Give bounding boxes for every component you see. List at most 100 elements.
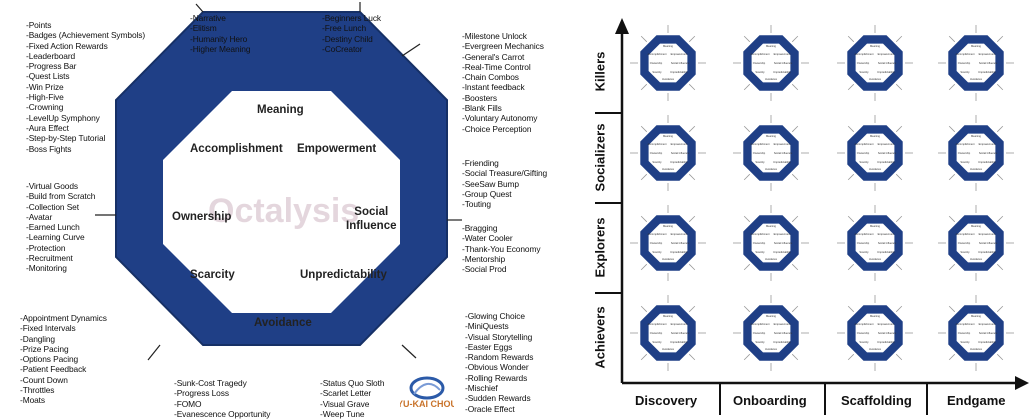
svg-text:Ownership: Ownership bbox=[857, 241, 870, 245]
svg-text:Accomplishment: Accomplishment bbox=[750, 232, 769, 236]
svg-text:Accomplishment: Accomplishment bbox=[750, 52, 769, 56]
yukaichou-logo: YU-KAI CHOU bbox=[400, 376, 454, 409]
row-label-socializers: Socializers bbox=[592, 123, 608, 192]
svg-text:Accomplishment: Accomplishment bbox=[750, 142, 769, 146]
svg-text:Meaning: Meaning bbox=[971, 134, 982, 138]
list-avoidance-2: -Status Quo Sloth -Scarlet Letter -Visua… bbox=[320, 378, 385, 419]
svg-text:Scarcity: Scarcity bbox=[652, 70, 662, 74]
svg-text:Empowerment: Empowerment bbox=[774, 232, 791, 236]
svg-text:Meaning: Meaning bbox=[971, 44, 982, 48]
list-meaning: -Narrative -Elitism -Humanity Hero -High… bbox=[190, 13, 251, 54]
svg-text:Unpredictability: Unpredictability bbox=[773, 70, 791, 74]
col-label-scaffolding: Scaffolding bbox=[841, 393, 912, 408]
svg-text:Social Influence: Social Influence bbox=[774, 61, 793, 65]
svg-text:Social Influence: Social Influence bbox=[774, 241, 793, 245]
svg-text:Meaning: Meaning bbox=[870, 224, 881, 228]
svg-text:Accomplishment: Accomplishment bbox=[647, 52, 666, 56]
svg-text:Meaning: Meaning bbox=[870, 134, 881, 138]
svg-text:Empowerment: Empowerment bbox=[774, 142, 791, 146]
drive-empowerment: Empowerment bbox=[297, 143, 377, 155]
svg-text:Ownership: Ownership bbox=[753, 241, 766, 245]
svg-text:Meaning: Meaning bbox=[766, 314, 777, 318]
svg-text:Avoidance: Avoidance bbox=[662, 167, 675, 171]
svg-text:Accomplishment: Accomplishment bbox=[854, 232, 873, 236]
svg-text:Social Influence: Social Influence bbox=[878, 331, 897, 335]
col-label-discovery: Discovery bbox=[635, 393, 698, 408]
svg-text:Ownership: Ownership bbox=[650, 241, 663, 245]
svg-text:Ownership: Ownership bbox=[857, 331, 870, 335]
svg-text:Empowerment: Empowerment bbox=[774, 322, 791, 326]
svg-text:Unpredictability: Unpredictability bbox=[670, 160, 688, 164]
svg-text:Meaning: Meaning bbox=[766, 44, 777, 48]
svg-text:Ownership: Ownership bbox=[958, 151, 971, 155]
list-meaning-2: -Beginners Luck -Free Lunch -Destiny Chi… bbox=[322, 13, 382, 54]
octagon-diagram bbox=[95, 2, 462, 361]
svg-text:Social Influence: Social Influence bbox=[774, 331, 793, 335]
svg-text:Empowerment: Empowerment bbox=[774, 52, 791, 56]
svg-text:Empowerment: Empowerment bbox=[878, 232, 895, 236]
drive-ownership: Ownership bbox=[172, 211, 232, 223]
svg-text:Meaning: Meaning bbox=[870, 314, 881, 318]
svg-text:Unpredictability: Unpredictability bbox=[877, 250, 895, 254]
svg-text:Avoidance: Avoidance bbox=[970, 257, 983, 261]
svg-text:Scarcity: Scarcity bbox=[755, 160, 765, 164]
svg-text:Avoidance: Avoidance bbox=[662, 77, 675, 81]
svg-text:Social Influence: Social Influence bbox=[671, 61, 690, 65]
drive-meaning: Meaning bbox=[257, 104, 304, 116]
svg-text:Empowerment: Empowerment bbox=[671, 52, 688, 56]
svg-text:Avoidance: Avoidance bbox=[970, 167, 983, 171]
svg-text:Accomplishment: Accomplishment bbox=[854, 142, 873, 146]
connector-top-left bbox=[195, 3, 204, 13]
svg-text:Social Influence: Social Influence bbox=[979, 241, 998, 245]
svg-text:Scarcity: Scarcity bbox=[859, 160, 869, 164]
svg-text:Unpredictability: Unpredictability bbox=[978, 160, 996, 164]
drive-avoidance: Avoidance bbox=[254, 317, 312, 329]
drive-accomplishment: Accomplishment bbox=[190, 143, 283, 155]
svg-text:Ownership: Ownership bbox=[857, 151, 870, 155]
svg-text:Unpredictability: Unpredictability bbox=[877, 160, 895, 164]
matrix-axes bbox=[595, 18, 1029, 415]
svg-text:Accomplishment: Accomplishment bbox=[955, 142, 974, 146]
svg-text:Social Influence: Social Influence bbox=[979, 331, 998, 335]
svg-text:Empowerment: Empowerment bbox=[671, 322, 688, 326]
svg-text:Unpredictability: Unpredictability bbox=[978, 340, 996, 344]
row-label-killers: Killers bbox=[592, 51, 608, 92]
svg-text:Meaning: Meaning bbox=[663, 224, 674, 228]
svg-text:Scarcity: Scarcity bbox=[859, 250, 869, 254]
svg-text:Meaning: Meaning bbox=[766, 224, 777, 228]
svg-text:Meaning: Meaning bbox=[870, 44, 881, 48]
svg-text:Ownership: Ownership bbox=[650, 331, 663, 335]
svg-text:Ownership: Ownership bbox=[753, 61, 766, 65]
svg-text:Unpredictability: Unpredictability bbox=[877, 70, 895, 74]
svg-text:Avoidance: Avoidance bbox=[765, 257, 778, 261]
svg-text:Scarcity: Scarcity bbox=[960, 340, 970, 344]
svg-text:Social Influence: Social Influence bbox=[878, 151, 897, 155]
svg-text:Avoidance: Avoidance bbox=[765, 347, 778, 351]
svg-text:Social Influence: Social Influence bbox=[671, 151, 690, 155]
svg-text:Meaning: Meaning bbox=[663, 314, 674, 318]
svg-text:Accomplishment: Accomplishment bbox=[750, 322, 769, 326]
svg-text:Social Influence: Social Influence bbox=[878, 241, 897, 245]
svg-text:Social Influence: Social Influence bbox=[878, 61, 897, 65]
svg-text:Unpredictability: Unpredictability bbox=[978, 70, 996, 74]
list-social-1: -Friending -Social Treasure/Gifting -See… bbox=[462, 158, 548, 210]
svg-text:Accomplishment: Accomplishment bbox=[955, 52, 974, 56]
col-label-onboarding: Onboarding bbox=[733, 393, 807, 408]
svg-text:Social Influence: Social Influence bbox=[774, 151, 793, 155]
svg-text:Scarcity: Scarcity bbox=[960, 160, 970, 164]
svg-text:Accomplishment: Accomplishment bbox=[647, 142, 666, 146]
svg-text:Social Influence: Social Influence bbox=[979, 151, 998, 155]
svg-text:Empowerment: Empowerment bbox=[878, 52, 895, 56]
drive-scarcity: Scarcity bbox=[190, 269, 235, 281]
svg-text:Empowerment: Empowerment bbox=[671, 142, 688, 146]
inner-octagon bbox=[163, 91, 400, 313]
list-unpredictability: -Glowing Choice -MiniQuests -Visual Stor… bbox=[465, 311, 534, 414]
